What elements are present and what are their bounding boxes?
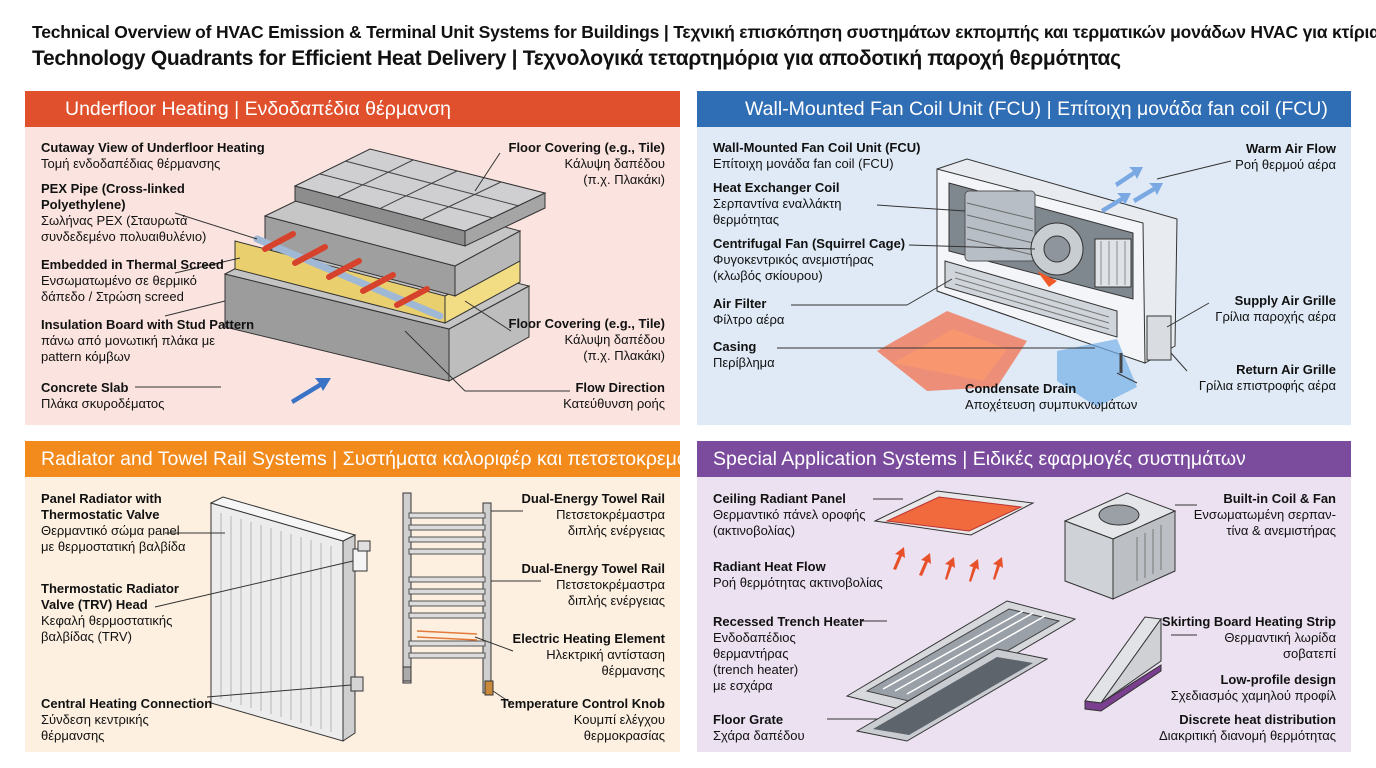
- radiator-illustration: [154, 492, 541, 742]
- special-panel: Special Application Systems | Ειδικές εφ…: [697, 441, 1351, 752]
- special-header: Special Application Systems | Ειδικές εφ…: [697, 441, 1351, 477]
- radiator-panel: Radiator and Towel Rail Systems | Συστήμ…: [25, 441, 680, 752]
- underfloor-header: Underfloor Heating | Ενδοδαπέδια θέρμανσ…: [25, 91, 680, 127]
- label-floor-covering-bottom: Floor Covering (e.g., Tile)Κάλυψη δαπέδο…: [508, 316, 666, 363]
- label-centrifugal-fan: Centrifugal Fan (Squirrel Cage)Φυγοκεντρ…: [713, 236, 906, 283]
- fcu-panel: Wall-Mounted Fan Coil Unit (FCU) | Επίτο…: [697, 91, 1351, 425]
- main-title: Technical Overview of HVAC Emission & Te…: [32, 22, 1376, 42]
- radiator-header: Radiator and Towel Rail Systems | Συστήμ…: [25, 441, 680, 477]
- label-pex-pipe: PEX Pipe (Cross-linked Polyethylene)Σωλή…: [41, 181, 207, 244]
- underfloor-illustration: [135, 148, 570, 404]
- fcu-header: Wall-Mounted Fan Coil Unit (FCU) | Επίτο…: [697, 91, 1351, 127]
- underfloor-panel: Underfloor Heating | Ενδοδαπέδια θέρμανσ…: [25, 91, 680, 425]
- subtitle: Technology Quadrants for Efficient Heat …: [32, 47, 1121, 70]
- special-illustration: [827, 490, 1197, 742]
- fcu-illustration: [777, 158, 1232, 407]
- label-fcu-unit: Wall-Mounted Fan Coil Unit (FCU)Επίτοιχη…: [713, 140, 921, 171]
- label-floor-covering-top: Floor Covering (e.g., Tile)Κάλυψη δαπέδο…: [508, 140, 666, 187]
